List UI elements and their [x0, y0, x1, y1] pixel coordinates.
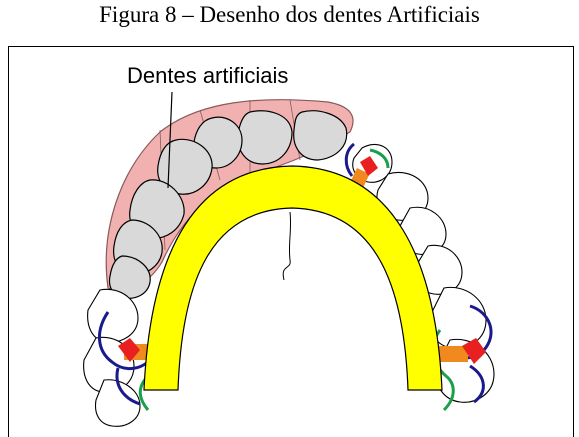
rest-right	[462, 338, 486, 364]
rest-left	[118, 338, 140, 362]
palatal-arch	[143, 165, 443, 391]
connector-right	[432, 346, 468, 362]
teeth-label: Dentes artificiais	[127, 63, 288, 88]
rest-upper-right	[360, 156, 378, 176]
artificial-teeth	[108, 110, 348, 299]
midline	[282, 211, 292, 281]
figure-caption: Figura 8 – Desenho dos dentes Artificiai…	[99, 2, 480, 27]
clasp-upper-right	[344, 142, 390, 177]
figure-frame	[8, 46, 574, 437]
label-leader	[167, 91, 173, 189]
